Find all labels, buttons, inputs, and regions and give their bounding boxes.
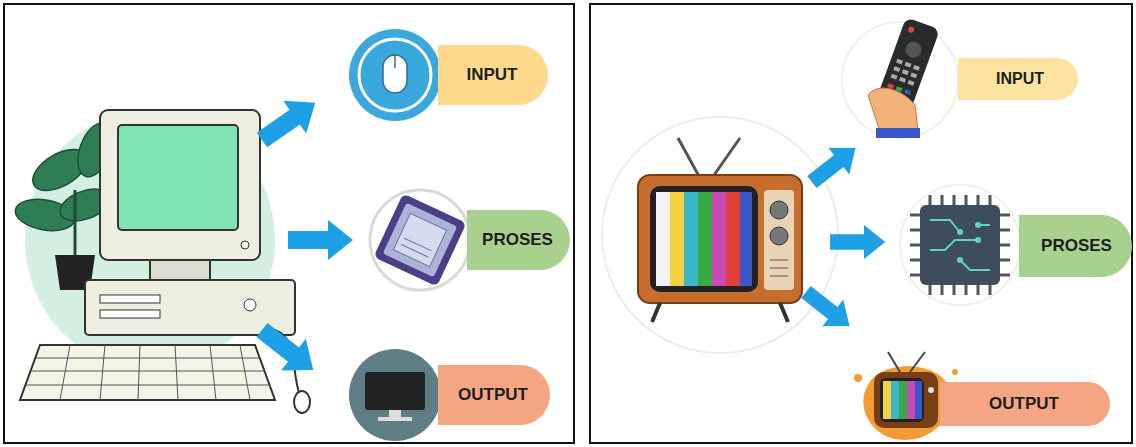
label-pill: INPUT [438,45,548,105]
label-pill: OUTPUT [438,365,550,425]
label-text: OUTPUT [458,385,528,405]
label-text: INPUT [467,65,518,85]
remote-icon [842,17,958,138]
label-text: INPUT [996,70,1044,88]
right-panel [590,4,1132,443]
arrow-icons [796,135,886,340]
label-pill: OUTPUT [940,382,1110,426]
label-pill: PROSES [467,210,570,270]
mouse-icon [349,29,441,121]
label-pill: INPUT [958,58,1078,100]
arrow-icons [250,86,353,385]
computer-illustration [13,110,310,413]
label-text: PROSES [482,230,553,250]
tv-illustration [602,117,838,353]
chip-icon [900,185,1020,305]
left-panel [4,4,574,443]
label-text: PROSES [1041,236,1112,256]
label-pill: PROSES [1019,215,1132,277]
label-text: OUTPUT [989,394,1059,414]
monitor-icon [349,349,441,441]
cpu-icon [370,190,470,290]
